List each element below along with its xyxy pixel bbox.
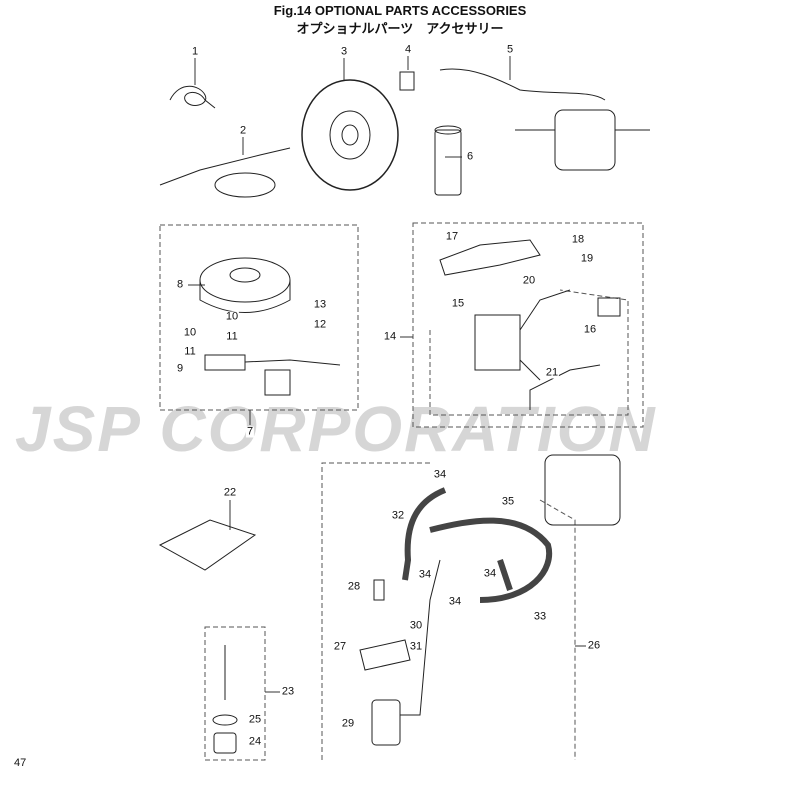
callout-11: 11	[225, 330, 239, 343]
part-17-bracket	[439, 239, 541, 276]
part-1-spring	[169, 85, 216, 109]
callout-11: 11	[183, 345, 197, 358]
callout-17: 17	[444, 230, 460, 243]
callout-34: 34	[432, 468, 448, 481]
box-part-26	[321, 462, 576, 760]
callout-16: 16	[582, 323, 598, 336]
callout-26: 26	[586, 639, 602, 652]
callout-19: 19	[579, 252, 595, 265]
part-16-connector	[597, 297, 621, 317]
callout-27: 27	[332, 640, 348, 653]
part-15-regulator	[474, 289, 571, 381]
part-6-can	[434, 125, 462, 196]
callout-28: 28	[346, 580, 362, 593]
callout-2: 2	[238, 124, 248, 137]
callout-6: 6	[465, 150, 475, 163]
box-part-7	[159, 224, 359, 411]
part-22-pouch	[158, 519, 257, 571]
leader-lines	[188, 56, 586, 693]
callout-1: 1	[190, 45, 200, 58]
callout-8: 8	[175, 278, 185, 291]
callout-23: 23	[280, 685, 296, 698]
part-32-33-hoses	[402, 487, 553, 603]
callout-33: 33	[532, 610, 548, 623]
callout-3: 3	[339, 45, 349, 58]
callout-34: 34	[417, 568, 433, 581]
page-number: 47	[14, 757, 27, 769]
callout-9: 9	[175, 362, 185, 375]
watermark: JSP CORPORATION	[15, 393, 657, 465]
callout-21: 21	[544, 366, 560, 379]
callout-22: 22	[222, 486, 238, 499]
part-28-bolt	[373, 579, 385, 601]
part-2-harness	[159, 147, 291, 198]
callout-10: 10	[182, 326, 198, 339]
callout-5: 5	[505, 43, 515, 56]
callout-7: 7	[245, 425, 255, 438]
callout-4: 4	[403, 43, 413, 56]
callout-31: 31	[408, 640, 424, 653]
part-4-pin	[399, 71, 415, 91]
figure-subtitle: オプショナルパーツ アクセサリー	[296, 21, 504, 36]
part-29-filter	[371, 559, 441, 746]
callout-29: 29	[340, 717, 356, 730]
callout-30: 30	[408, 619, 424, 632]
part-carburetor	[544, 454, 621, 526]
box-part-14	[412, 222, 644, 428]
part-5-throttle	[439, 68, 650, 171]
figure-title: Fig.14 OPTIONAL PARTS ACCESSORIES	[273, 3, 527, 18]
part-8-flywheel	[199, 257, 291, 313]
group-boxes	[159, 222, 644, 761]
callout-13: 13	[312, 298, 328, 311]
box-part-15	[429, 289, 629, 416]
part-21-wire	[529, 364, 601, 410]
part-27-bracket	[359, 639, 411, 671]
callout-10: 10	[224, 310, 240, 323]
part-9-coil	[204, 354, 341, 396]
part-23-shaft	[212, 645, 238, 754]
callout-34: 34	[447, 595, 463, 608]
callout-18: 18	[570, 233, 586, 246]
callout-12: 12	[312, 318, 328, 331]
callout-20: 20	[521, 274, 537, 287]
callout-24: 24	[247, 735, 263, 748]
callout-32: 32	[390, 509, 406, 522]
callout-34: 34	[482, 567, 498, 580]
part-3-pulley	[301, 79, 399, 191]
callout-15: 15	[450, 297, 466, 310]
callout-14: 14	[382, 330, 398, 343]
callout-25: 25	[247, 713, 263, 726]
callout-35: 35	[500, 495, 516, 508]
